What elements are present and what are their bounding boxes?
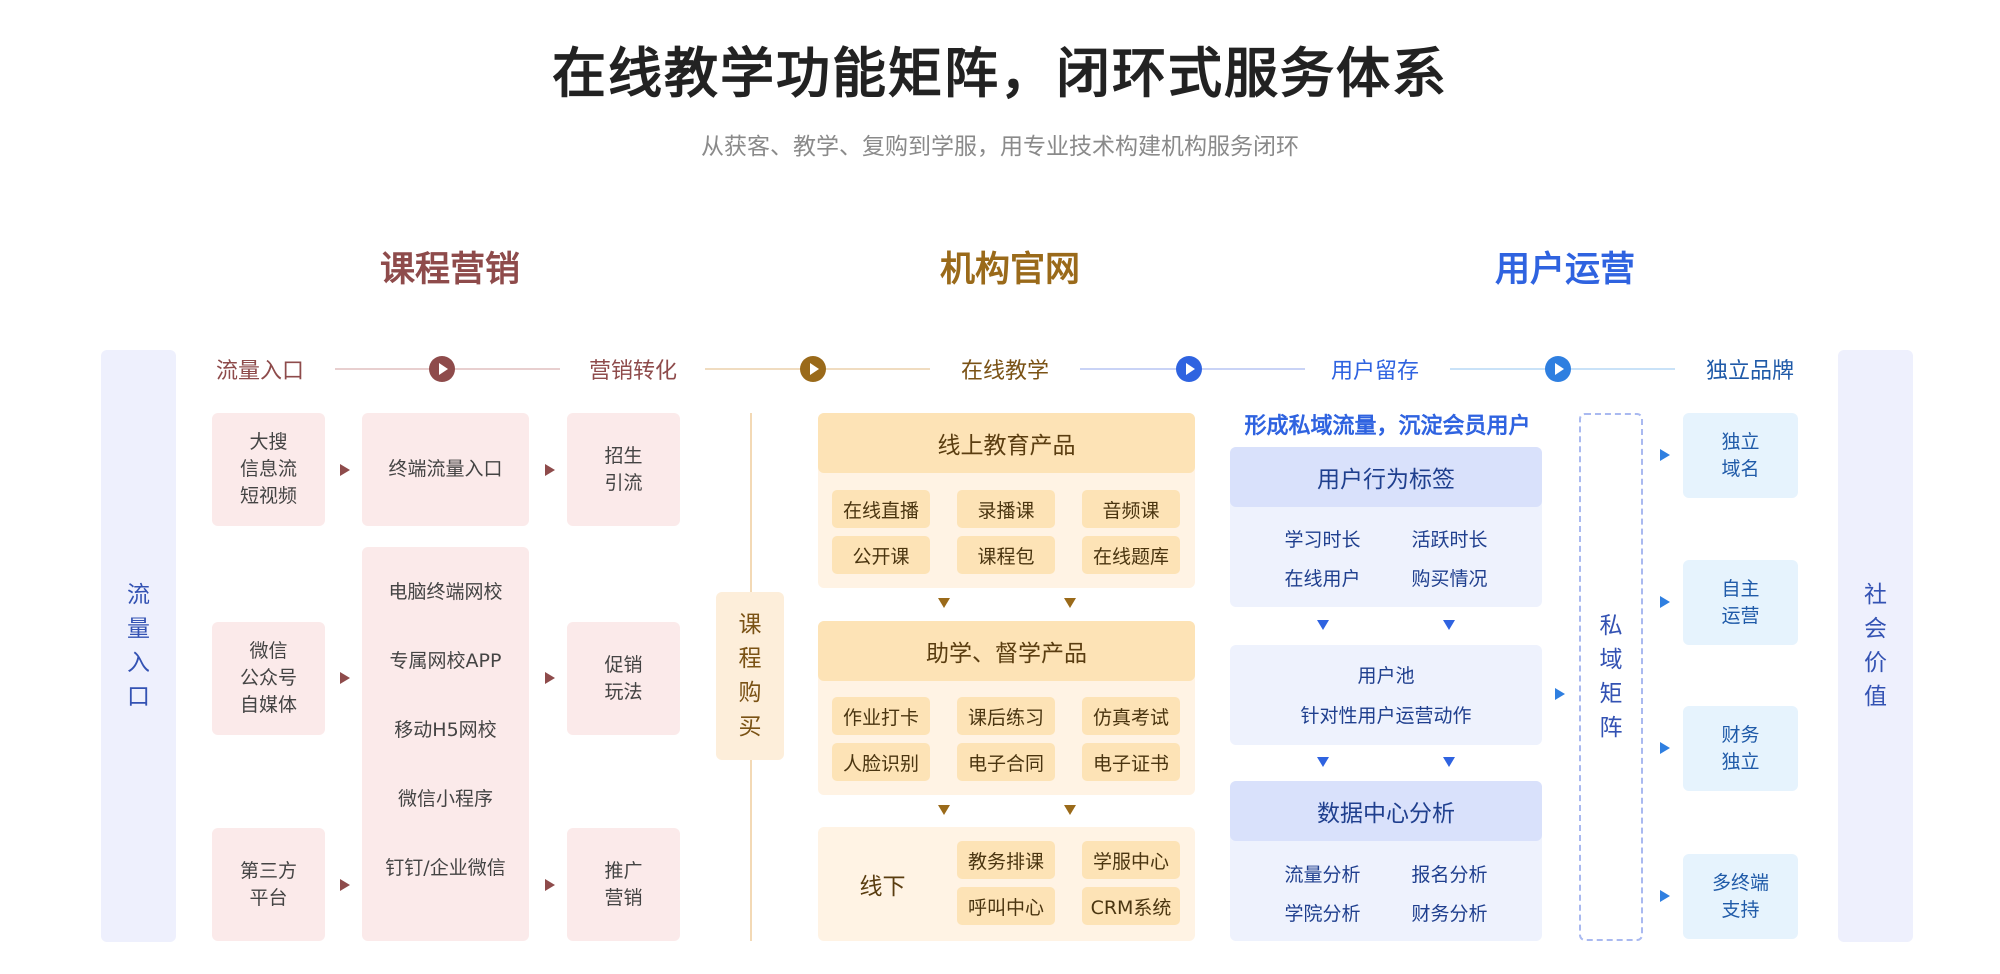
arrow-circle-icon xyxy=(1545,356,1571,382)
brand-finance: 财务 独立 xyxy=(1683,706,1798,791)
arrow-right-icon xyxy=(1660,742,1670,754)
brand-domain: 独立 域名 xyxy=(1683,413,1798,498)
private-domain-matrix: 私 域 矩 阵 xyxy=(1579,413,1643,941)
user-pool-desc: 针对性用户运营动作 xyxy=(1300,704,1472,727)
chip-live: 在线直播 xyxy=(832,490,930,528)
chip-face-id: 人脸识别 xyxy=(832,743,930,781)
user-pool-panel xyxy=(1230,645,1542,745)
user-pool-title: 用户池 xyxy=(1357,664,1415,687)
offline-title: 线下 xyxy=(859,874,906,900)
section-website: 机构官网 xyxy=(939,249,1080,290)
conversion-promotion: 促销 玩法 xyxy=(567,622,680,735)
arrow-right-icon xyxy=(1660,449,1670,461)
data-enrollment: 报名分析 xyxy=(1411,863,1488,886)
entry-item: 专属网校APP xyxy=(389,649,502,672)
side-social-value: 社 会 价 值 xyxy=(1838,350,1913,942)
chip-question-bank: 在线题库 xyxy=(1082,536,1180,574)
tags-title: 用户行为标签 xyxy=(1230,447,1542,507)
chip-call-center: 呼叫中心 xyxy=(957,887,1055,925)
arrow-right-icon xyxy=(340,672,350,684)
stage-brand: 独立品牌 xyxy=(1705,359,1794,384)
stage-retention: 用户留存 xyxy=(1330,359,1419,384)
arrow-down-icon xyxy=(1317,757,1329,767)
chip-student-service: 学服中心 xyxy=(1082,841,1180,879)
arrow-right-icon xyxy=(1660,890,1670,902)
chip-practice: 课后练习 xyxy=(957,697,1055,735)
tag-online-users: 在线用户 xyxy=(1284,567,1361,590)
source-search-feed: 大搜 信息流 短视频 xyxy=(212,413,325,526)
stage-traffic-entry: 流量入口 xyxy=(215,359,304,384)
source-wechat: 微信 公众号 自媒体 xyxy=(212,622,325,735)
data-traffic: 流量分析 xyxy=(1284,863,1361,886)
stage-conversion: 营销转化 xyxy=(588,359,677,384)
chip-recorded: 录播课 xyxy=(957,490,1055,528)
data-center-title: 数据中心分析 xyxy=(1230,781,1542,841)
entry-terminal: 终端流量入口 xyxy=(362,413,529,526)
arrow-down-icon xyxy=(938,598,950,608)
arrow-right-icon xyxy=(545,672,555,684)
arrow-down-icon xyxy=(1443,620,1455,630)
brand-multi-terminal: 多终端 支持 xyxy=(1683,854,1798,939)
arrow-down-icon xyxy=(1064,598,1076,608)
arrow-right-icon xyxy=(545,879,555,891)
course-purchase: 课 程 购 买 xyxy=(716,592,784,760)
chip-homework: 作业打卡 xyxy=(832,697,930,735)
arrow-circle-icon xyxy=(429,356,455,382)
arrow-down-icon xyxy=(938,805,950,815)
tag-study-time: 学习时长 xyxy=(1284,528,1361,551)
data-academy: 学院分析 xyxy=(1284,902,1361,925)
chip-e-certificate: 电子证书 xyxy=(1082,743,1180,781)
arrow-right-icon xyxy=(340,464,350,476)
arrow-right-icon xyxy=(340,879,350,891)
arrow-right-icon xyxy=(1555,688,1565,700)
side-traffic-entry: 流 量 入 口 xyxy=(101,350,176,942)
stage-online-teaching: 在线教学 xyxy=(960,359,1049,384)
arrow-down-icon xyxy=(1064,805,1076,815)
data-finance: 财务分析 xyxy=(1411,902,1488,925)
chip-e-contract: 电子合同 xyxy=(957,743,1055,781)
retention-heading: 形成私域流量，沉淀会员用户 xyxy=(1244,414,1531,439)
chip-mock-exam: 仿真考试 xyxy=(1082,697,1180,735)
arrow-right-icon xyxy=(1660,596,1670,608)
chip-scheduling: 教务排课 xyxy=(957,841,1055,879)
arrow-circle-icon xyxy=(800,356,826,382)
arrow-right-icon xyxy=(545,464,555,476)
source-third-party: 第三方 平台 xyxy=(212,828,325,941)
entry-item: 微信小程序 xyxy=(397,787,493,810)
chip-audio: 音频课 xyxy=(1082,490,1180,528)
entry-item: 钉钉/企业微信 xyxy=(385,856,506,879)
arrow-circle-icon xyxy=(1176,356,1202,382)
chip-open-class: 公开课 xyxy=(832,536,930,574)
entry-list: 电脑终端网校 专属网校APP 移动H5网校 微信小程序 钉钉/企业微信 xyxy=(362,547,529,941)
page-subtitle: 从获客、教学、复购到学服，用专业技术构建机构服务闭环 xyxy=(701,134,1299,160)
section-marketing: 课程营销 xyxy=(379,249,520,290)
brand-self-operated: 自主 运营 xyxy=(1683,560,1798,645)
page-title: 在线教学功能矩阵，闭环式服务体系 xyxy=(552,41,1448,105)
chip-crm: CRM系统 xyxy=(1082,887,1180,925)
entry-item: 电脑终端网校 xyxy=(388,580,503,603)
assist-products-title: 助学、督学产品 xyxy=(818,621,1195,681)
online-products-title: 线上教育产品 xyxy=(818,413,1195,473)
arrow-down-icon xyxy=(1317,620,1329,630)
section-operations: 用户运营 xyxy=(1494,249,1635,290)
tag-purchases: 购买情况 xyxy=(1411,567,1488,590)
conversion-marketing: 推广 营销 xyxy=(567,828,680,941)
chip-course-pack: 课程包 xyxy=(957,536,1055,574)
conversion-recruit: 招生 引流 xyxy=(567,413,680,526)
arrow-down-icon xyxy=(1443,757,1455,767)
tag-active-time: 活跃时长 xyxy=(1411,528,1488,551)
entry-item: 移动H5网校 xyxy=(394,718,497,741)
